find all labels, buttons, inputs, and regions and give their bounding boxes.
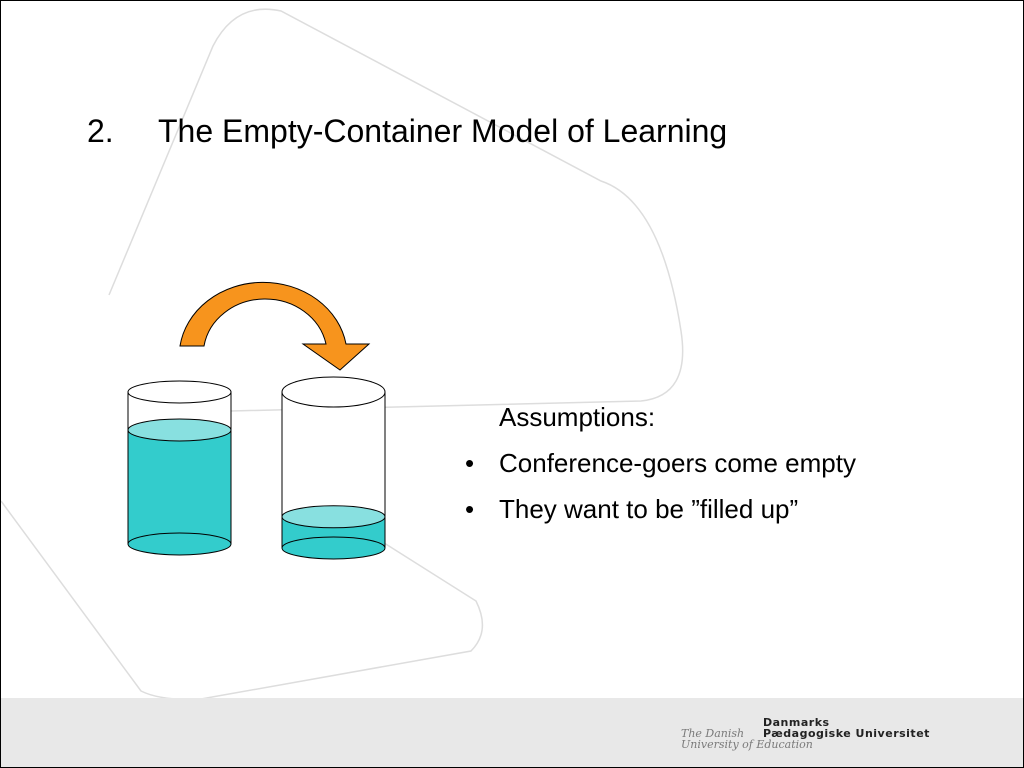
list-item: • They want to be ”filled up” (465, 486, 856, 532)
empty-container-liquid-surface (281, 505, 386, 529)
full-container-liquid (128, 430, 231, 544)
empty-container (281, 376, 386, 560)
bullet-text: Conference-goers come empty (499, 448, 856, 478)
background-swoosh-bottom (1, 500, 484, 701)
logo-english-line-1: The Danish (681, 727, 745, 740)
full-container (127, 380, 232, 556)
full-container-rim (127, 380, 232, 404)
slide-title: 2. The Empty-Container Model of Learning (87, 113, 727, 150)
bullet-icon: • (465, 448, 475, 478)
logo-danish-line-2: Pædagogiske Universitet (763, 727, 930, 740)
title-text: The Empty-Container Model of Learning (158, 113, 728, 149)
container-illustration (127, 281, 386, 560)
bullet-text: They want to be ”filled up” (499, 494, 799, 524)
pour-arrow-icon (179, 281, 371, 371)
logo-danish-line-1: Danmarks (763, 716, 830, 729)
university-logo: The Danish University of Education Danma… (681, 716, 981, 756)
footer-band (1, 698, 1023, 767)
list-item: • Conference-goers come empty (465, 440, 856, 486)
logo-english-line-2: University of Education (681, 738, 813, 751)
assumptions-list: Assumptions: • Conference-goers come emp… (465, 394, 856, 532)
empty-container-rim (281, 376, 386, 408)
bullet-icon: • (465, 494, 475, 524)
full-container-liquid-surface (127, 418, 232, 442)
title-number: 2. (87, 113, 114, 149)
assumptions-heading: Assumptions: (499, 402, 656, 432)
background-swoosh-top (108, 8, 684, 412)
